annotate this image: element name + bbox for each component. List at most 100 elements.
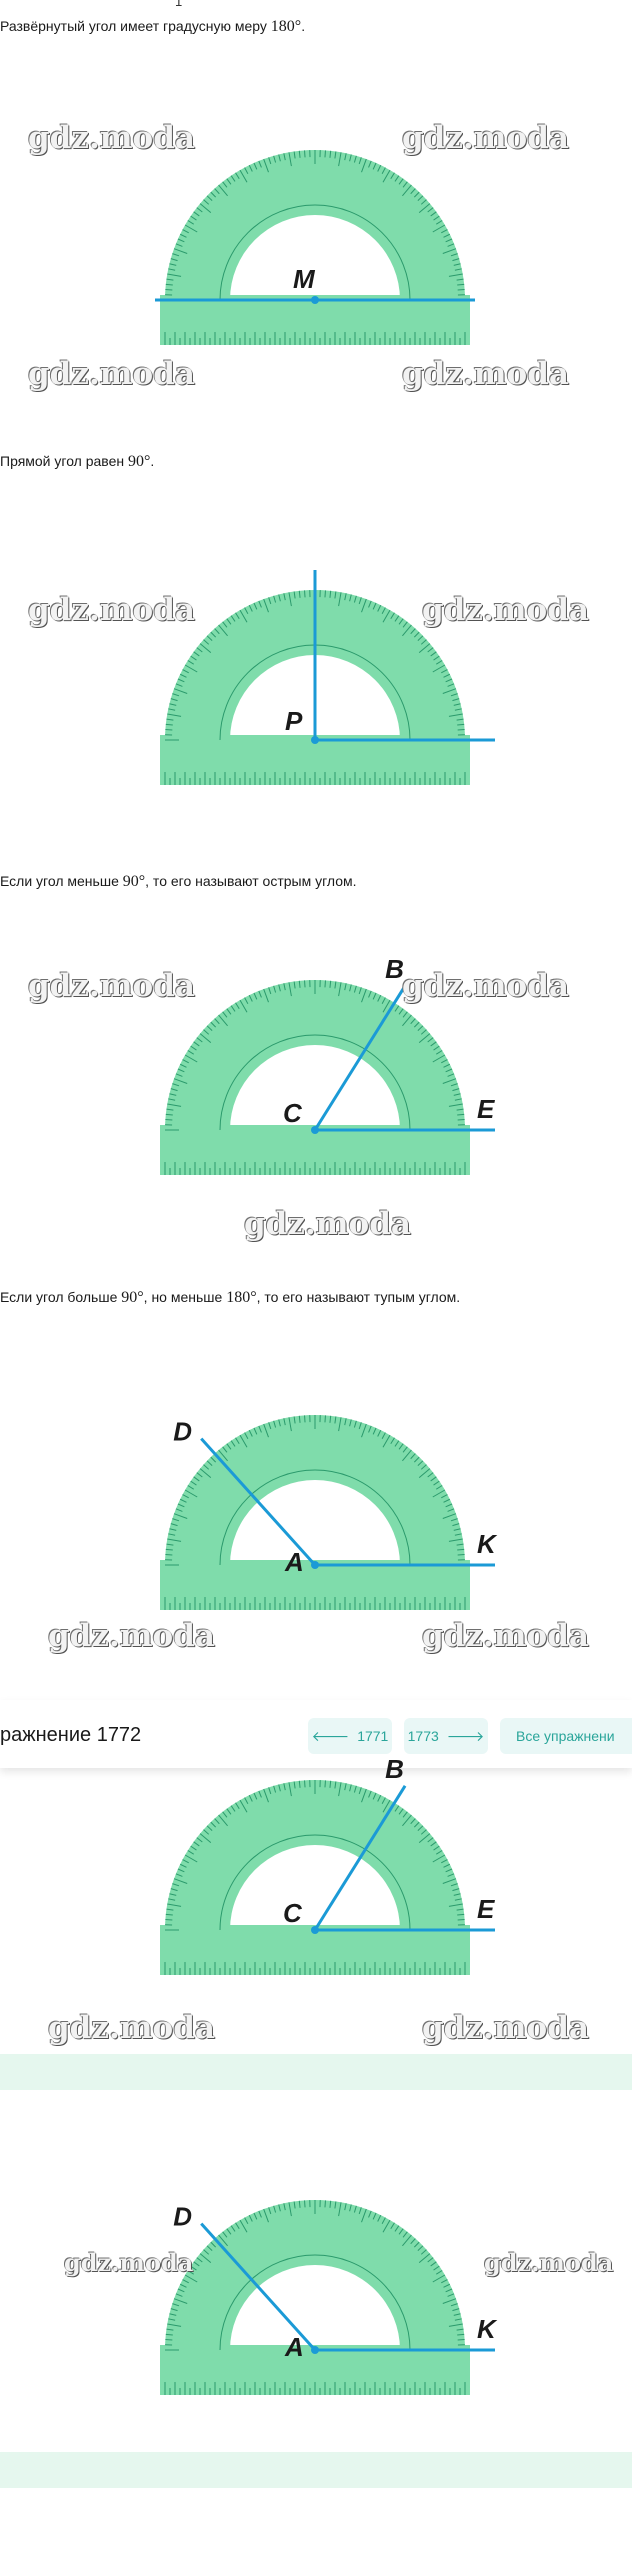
vertex-label: C bbox=[283, 1098, 303, 1128]
protractor-tick bbox=[398, 1808, 404, 1815]
prev-exercise-button[interactable]: 🡐 1771 bbox=[308, 1718, 392, 1754]
protractor-tick bbox=[170, 1888, 178, 1892]
protractor-tick bbox=[288, 982, 292, 997]
protractor-tick bbox=[394, 175, 400, 182]
protractor-tick bbox=[273, 1420, 277, 1428]
protractor-tick bbox=[361, 988, 367, 1003]
protractor-tick bbox=[432, 1854, 446, 1863]
ruler-ticks bbox=[164, 2382, 466, 2395]
para-text: Прямой угол равен bbox=[0, 453, 128, 469]
protractor-tick bbox=[165, 283, 173, 286]
protractor-tick bbox=[210, 2241, 217, 2248]
protractor-tick bbox=[443, 233, 451, 238]
protractor-tick bbox=[175, 683, 183, 687]
protractor-tick bbox=[456, 1543, 464, 1546]
degree-value: 90° bbox=[121, 1289, 144, 1306]
protractor-tick bbox=[167, 273, 182, 277]
protractor-tick bbox=[175, 1508, 183, 1512]
protractor-tick bbox=[442, 688, 457, 694]
protractor-tick bbox=[283, 1783, 286, 1791]
protractor-tick bbox=[203, 2249, 210, 2255]
protractor-tick bbox=[165, 723, 173, 726]
protractor-tick bbox=[263, 988, 269, 1003]
protractor-tick bbox=[167, 713, 182, 717]
protractor-tick bbox=[193, 651, 200, 657]
protractor-tick bbox=[377, 1794, 382, 1802]
protractor-tick bbox=[442, 1078, 457, 1084]
para-text: , то его называют тупым углом. bbox=[256, 1289, 461, 1305]
protractor-tick bbox=[349, 984, 352, 992]
protractor-tick bbox=[338, 2202, 342, 2217]
vertex-point bbox=[311, 736, 319, 744]
exercise-nav-bar: ражнение 1772 🡐 1771 1773 🡒 Все упражнен… bbox=[0, 1700, 632, 1768]
protractor-tick bbox=[418, 1468, 431, 1478]
protractor-tick bbox=[452, 2308, 460, 2312]
watermark: gdz.moda bbox=[28, 592, 195, 628]
protractor-tick bbox=[218, 1814, 228, 1827]
protractor-tick bbox=[293, 2201, 296, 2209]
protractor-tick bbox=[456, 1108, 464, 1111]
protractor-tick bbox=[179, 673, 187, 678]
protractor-tick bbox=[177, 1868, 185, 1873]
degree-value: 180° bbox=[226, 1289, 257, 1306]
next-exercise-button[interactable]: 1773 🡒 bbox=[404, 1718, 488, 1754]
protractor-tick bbox=[427, 207, 434, 213]
para-text: Развёрнутый угол имеет градусную меру bbox=[0, 18, 271, 34]
protractor-tick bbox=[268, 987, 272, 995]
protractor-tick bbox=[456, 718, 464, 721]
protractor-tick bbox=[410, 628, 416, 635]
protractor-tick bbox=[450, 1518, 458, 1522]
protractor-tick bbox=[358, 2207, 362, 2215]
vertex-label: A bbox=[284, 1547, 304, 1577]
protractor-tick bbox=[358, 1422, 362, 1430]
protractor-arc bbox=[165, 150, 465, 300]
protractor-ticks bbox=[165, 150, 465, 301]
protractor-tick bbox=[457, 1913, 465, 1916]
protractor-arc bbox=[165, 980, 465, 1130]
watermark: gdz.moda bbox=[402, 968, 569, 1004]
protractor-tick bbox=[413, 631, 420, 638]
protractor-tick bbox=[196, 1837, 203, 1843]
protractor-tick bbox=[190, 655, 197, 661]
protractor-tick bbox=[210, 191, 217, 198]
protractor-tick bbox=[166, 1908, 174, 1911]
protractor-tick bbox=[417, 1825, 424, 1832]
protractor-tick bbox=[222, 2231, 228, 2238]
vertex-label: P bbox=[285, 706, 303, 736]
protractor-tick bbox=[288, 1782, 292, 1797]
vertex-point bbox=[311, 1561, 319, 1569]
protractor-tick bbox=[248, 2214, 253, 2222]
protractor-ticks bbox=[165, 2200, 465, 2351]
protractor-tick bbox=[394, 615, 400, 622]
protractor-tick bbox=[334, 591, 337, 599]
protractor-tick bbox=[381, 167, 386, 174]
protractor-tick bbox=[448, 1538, 463, 1542]
protractor-tick bbox=[184, 1854, 198, 1863]
protractor-tick bbox=[442, 1513, 457, 1519]
vertex-label: C bbox=[283, 1898, 303, 1928]
protractor-tick bbox=[453, 1893, 461, 1896]
protractor-tick bbox=[248, 604, 253, 612]
protractor-tick bbox=[283, 153, 286, 161]
protractor-tick bbox=[390, 1437, 395, 1444]
protractor-tick bbox=[230, 615, 236, 622]
protractor-tick bbox=[454, 2318, 462, 2321]
all-exercises-button[interactable]: Все упражнени bbox=[500, 1718, 632, 1754]
protractor-tick bbox=[184, 664, 198, 673]
protractor-tick bbox=[390, 172, 395, 179]
degree-value: 180° bbox=[270, 18, 302, 35]
protractor-tick bbox=[441, 1859, 448, 1864]
vertex-label: M bbox=[293, 264, 316, 294]
protractor-tick bbox=[368, 2210, 372, 2218]
protractor-tick bbox=[253, 1427, 258, 1435]
protractor-tick bbox=[432, 1054, 446, 1063]
protractor-tick bbox=[210, 1821, 217, 1828]
text-obtuse-angle: Если угол больше 90°, но меньше 180°, то… bbox=[0, 1288, 460, 1307]
protractor-tick bbox=[177, 1503, 185, 1508]
protractor-tick bbox=[273, 985, 277, 993]
protractor-tick bbox=[173, 688, 188, 694]
protractor-tick bbox=[273, 595, 277, 603]
protractor-tick bbox=[447, 1508, 455, 1512]
degree-value: 90° bbox=[122, 873, 146, 890]
protractor-tick bbox=[353, 1785, 357, 1793]
